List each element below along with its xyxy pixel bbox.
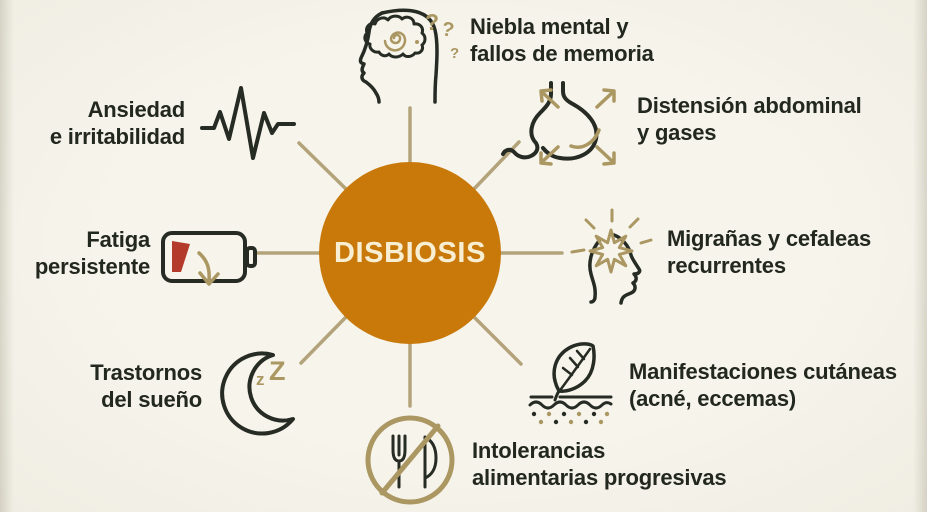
no-food-icon: [365, 415, 455, 505]
sleep-z-large: Z: [269, 356, 286, 386]
label-line-1: Trastornos: [90, 360, 202, 385]
label-line-1: Migrañas y cefaleas: [667, 226, 872, 251]
symptom-label-trastornos-sueno: Trastornos del sueño: [40, 359, 202, 413]
label-line-2: del sueño: [101, 387, 202, 412]
spoke-northwest: [297, 141, 348, 191]
label-line-1: Distensión abdominal: [637, 93, 862, 118]
label-line-1: Manifestaciones cutáneas: [629, 359, 897, 384]
knife-icon: [423, 435, 438, 489]
label-line-2: e irritabilidad: [49, 124, 185, 149]
pulse-wave-icon: [200, 86, 296, 160]
spoke-southeast: [472, 315, 523, 366]
battery-charge-segment: [172, 241, 190, 272]
label-line-2: (acné, eccemas): [629, 386, 796, 411]
skin-leaf-icon: [528, 342, 613, 425]
label-line-2: alimentarias progresivas: [472, 465, 727, 490]
question-mark-glyph: ?: [425, 9, 439, 35]
stomach-expand-icon: [501, 81, 616, 166]
moon-sleep-icon: z Z: [220, 351, 295, 436]
symptom-label-manifestaciones-cutaneas: Manifestaciones cutáneas (acné, eccemas): [629, 358, 897, 412]
label-line-2: y gases: [637, 120, 717, 145]
label-line-1: Intolerancias: [472, 438, 606, 463]
symptom-label-intolerancias: Intolerancias alimentarias progresivas: [472, 437, 727, 491]
question-mark-glyph: ?: [450, 45, 459, 62]
headache-starburst-icon: [570, 208, 653, 305]
symptom-label-fatiga: Fatiga persistente: [10, 226, 150, 280]
label-line-2: recurrentes: [667, 253, 786, 278]
spokes: [256, 106, 564, 408]
symptom-label-niebla-mental: Niebla mental y fallos de memoria: [470, 13, 654, 67]
prohibition-slash: [379, 423, 441, 496]
center-circle: [319, 162, 501, 344]
symptom-label-migranas: Migrañas y cefaleas recurrentes: [667, 225, 871, 279]
center-title: DISBIOSIS: [333, 237, 487, 269]
expand-arrows: [539, 88, 616, 166]
label-line-2: persistente: [34, 254, 150, 279]
symptom-label-distension-abdominal: Distensión abdominal y gases: [637, 92, 862, 146]
label-line-1: Fatiga: [86, 227, 150, 252]
brain-question-icon: ? ? ?: [358, 8, 459, 104]
pain-rays: [570, 208, 653, 254]
label-line-1: Niebla mental y: [470, 14, 629, 39]
question-mark-glyph: ?: [440, 18, 456, 42]
spoke-southwest: [299, 315, 348, 365]
label-line-1: Ansiedad: [87, 97, 186, 122]
sleep-z-small: z: [256, 370, 265, 389]
skin-dots: [531, 411, 610, 425]
label-line-2: fallos de memoria: [470, 41, 654, 66]
battery-low-icon: [161, 231, 257, 286]
symptom-label-ansiedad: Ansiedad e irritabilidad: [13, 96, 185, 150]
drain-arrow: [197, 251, 220, 286]
